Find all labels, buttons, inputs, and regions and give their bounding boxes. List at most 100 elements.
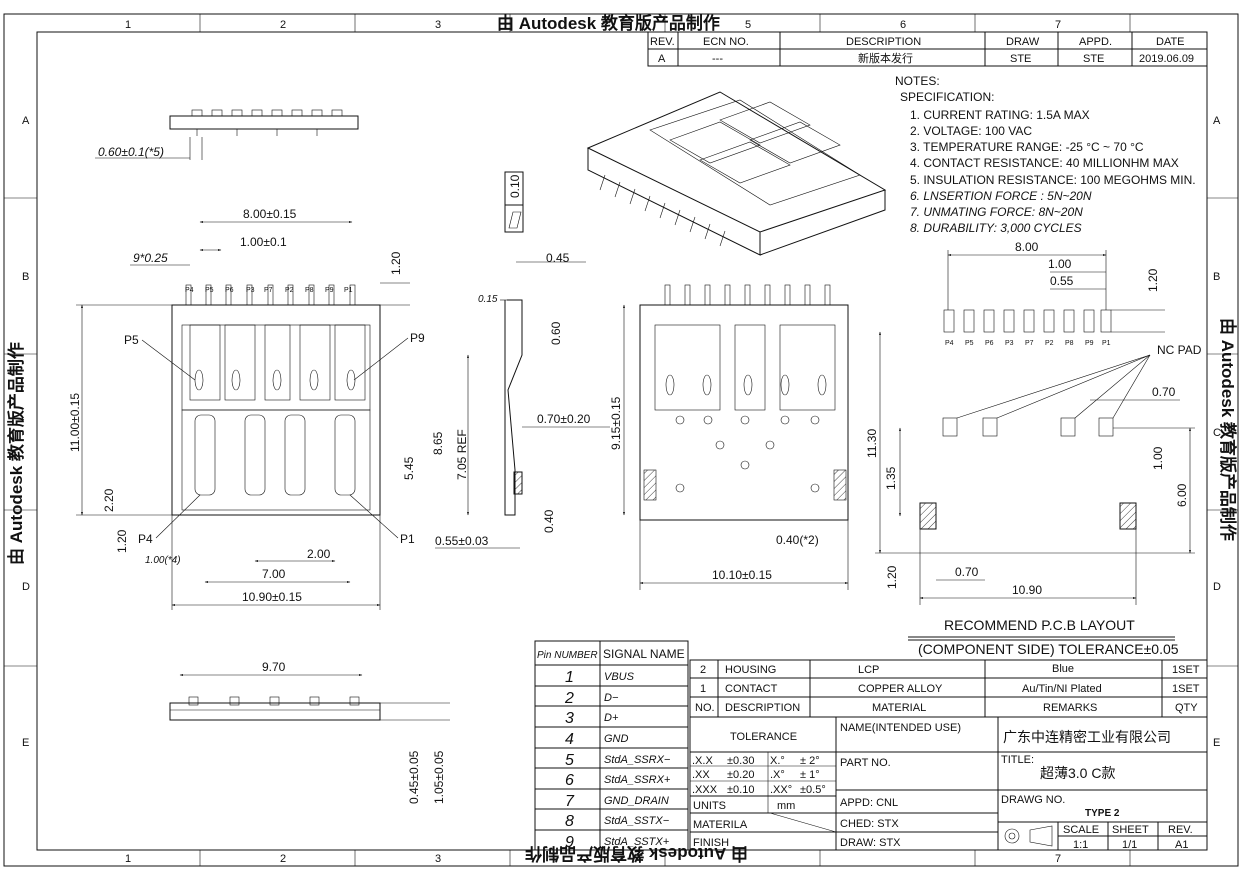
svg-text:StdA_SSRX−: StdA_SSRX− (604, 754, 671, 766)
svg-text:7: 7 (1055, 853, 1061, 865)
svg-text:6: 6 (565, 772, 574, 789)
svg-text:1.20: 1.20 (115, 529, 129, 553)
svg-text:REV.: REV. (1168, 824, 1193, 836)
svg-text:UNITS: UNITS (693, 800, 726, 812)
svg-text:8: 8 (565, 813, 574, 830)
svg-text:NC PAD: NC PAD (1157, 343, 1202, 357)
svg-text:StdA_SSTX+: StdA_SSTX+ (604, 836, 670, 848)
svg-text:1.20: 1.20 (885, 565, 899, 589)
svg-text:8. DURABILITY: 3,000 CYCLES: 8. DURABILITY: 3,000 CYCLES (910, 221, 1082, 235)
svg-text:---: --- (712, 53, 723, 65)
svg-text:6. LNSERTION FORCE : 5N~20N: 6. LNSERTION FORCE : 5N~20N (910, 189, 1092, 203)
svg-text:1: 1 (125, 19, 131, 31)
flatness-callout: 0.10 (504, 171, 524, 233)
svg-text:±0.20: ±0.20 (727, 769, 754, 781)
svg-text:P1: P1 (1102, 340, 1111, 347)
svg-text:A: A (22, 115, 30, 127)
svg-text:.X°: .X° (770, 769, 785, 781)
svg-text:0.10: 0.10 (508, 174, 522, 198)
top-pin-strip-view: 0.60±0.1(*5) (95, 109, 359, 160)
svg-text:9.15±0.15: 9.15±0.15 (609, 396, 623, 450)
svg-text:2: 2 (564, 690, 574, 707)
svg-text:0.60±0.1(*5): 0.60±0.1(*5) (98, 145, 164, 159)
svg-text:1.00: 1.00 (1151, 446, 1165, 470)
svg-text:StdA_SSRX+: StdA_SSRX+ (604, 774, 671, 786)
watermark-top: 由 Autodesk 教育版产品制作 (497, 13, 720, 33)
svg-text:3: 3 (435, 19, 441, 31)
svg-text:X.°: X.° (770, 755, 785, 767)
svg-text:REMARKS: REMARKS (1043, 702, 1097, 714)
svg-text:1.00±0.1: 1.00±0.1 (240, 235, 287, 249)
svg-text:P7: P7 (264, 287, 273, 294)
svg-text:P6: P6 (985, 340, 994, 347)
svg-text:P3: P3 (1005, 340, 1014, 347)
side-view: 0.45 0.15 0.60 8.65 7.05 REF 0.70±0.20 0… (431, 251, 610, 549)
bottom-view: 9.15±0.15 0.40(*2) 10.10±0.15 (609, 284, 849, 590)
bom-table: 2 HOUSING LCP Blue 1SET 1 CONTACT COPPER… (689, 659, 1208, 718)
svg-text:C: C (1213, 427, 1221, 439)
svg-text:11.00±0.15: 11.00±0.15 (68, 393, 82, 452)
svg-text:P1: P1 (344, 287, 353, 294)
svg-text:P5: P5 (205, 287, 214, 294)
svg-text:新版本发行: 新版本发行 (858, 51, 913, 65)
svg-text:SIGNAL NAME: SIGNAL NAME (603, 647, 685, 661)
svg-text:D: D (22, 581, 30, 593)
svg-text:0.40(*2): 0.40(*2) (776, 533, 819, 547)
svg-text:D: D (1213, 581, 1221, 593)
svg-text:2019.06.09: 2019.06.09 (1139, 53, 1194, 65)
svg-text:NOTES:: NOTES: (895, 74, 940, 88)
pin-table: Pin NUMBER SIGNAL NAME 1 2 3 4 5 6 7 8 9… (534, 640, 689, 851)
svg-text:1.20: 1.20 (389, 251, 403, 275)
svg-text:1:1: 1:1 (1073, 839, 1088, 851)
svg-text:Au/Tin/NI Plated: Au/Tin/NI Plated (1022, 683, 1102, 695)
svg-text:DRAW: DRAW (1006, 36, 1040, 48)
svg-text:E: E (1213, 737, 1220, 749)
svg-text:8.00: 8.00 (1015, 240, 1039, 254)
svg-text:5: 5 (745, 19, 751, 31)
svg-text:2: 2 (700, 664, 706, 676)
svg-text:P9: P9 (325, 287, 334, 294)
svg-text:A1: A1 (1175, 839, 1188, 851)
front-view: 9.70 0.45±0.05 1.05±0.05 (169, 660, 450, 804)
revision-table: REV. ECN NO. DESCRIPTION DRAW APPD. DATE… (647, 31, 1208, 67)
svg-text:D+: D+ (604, 712, 619, 724)
svg-text:P5: P5 (124, 333, 139, 347)
svg-text:A: A (1213, 115, 1221, 127)
svg-text:mm: mm (777, 800, 795, 812)
svg-text:2: 2 (280, 853, 286, 865)
svg-text:0.70±0.20: 0.70±0.20 (537, 412, 591, 426)
svg-text:8.00±0.15: 8.00±0.15 (243, 207, 297, 221)
svg-text:TITLE:: TITLE: (1001, 754, 1034, 766)
svg-text:2.20: 2.20 (102, 488, 116, 512)
svg-text:MATERILA: MATERILA (693, 819, 748, 831)
svg-text:5.45: 5.45 (402, 456, 416, 480)
title-block: TOLERANCE .X.X ±0.30 X.° ± 2° .XX ±0.20 … (689, 716, 1208, 851)
svg-text:4. CONTACT RESISTANCE: 40 MILL: 4. CONTACT RESISTANCE: 40 MILLIONHM MAX (910, 156, 1179, 170)
svg-text:1/1: 1/1 (1122, 839, 1137, 851)
svg-text:11.30: 11.30 (865, 429, 879, 458)
svg-text:.XX: .XX (692, 769, 710, 781)
pcb-layout-view: P4 P5 P6 P3 P7 P2 P8 P9 P1 8.00 1.00 0.5… (865, 240, 1202, 657)
svg-text:P5: P5 (965, 340, 974, 347)
svg-text:1SET: 1SET (1172, 664, 1200, 676)
svg-text:APPD: CNL: APPD: CNL (840, 797, 898, 809)
svg-text:STE: STE (1083, 53, 1104, 65)
watermark-left: 由 Autodesk 教育版产品制作 (6, 342, 26, 565)
svg-text:FINISH: FINISH (693, 837, 729, 849)
svg-text:1SET: 1SET (1172, 683, 1200, 695)
svg-text:E: E (22, 737, 29, 749)
svg-text:Pin NUMBER: Pin NUMBER (537, 650, 598, 661)
svg-text:DESCRIPTION: DESCRIPTION (725, 702, 800, 714)
svg-text:TOLERANCE: TOLERANCE (730, 731, 797, 743)
svg-text:10.90: 10.90 (1012, 583, 1042, 597)
svg-text:NO.: NO. (695, 702, 715, 714)
svg-text:± 1°: ± 1° (800, 769, 820, 781)
top-view: P4 P5 P6 P3 P7 P2 P8 P9 P1 8.00±0.15 1.0… (68, 207, 425, 610)
svg-text:REV.: REV. (650, 36, 675, 48)
svg-text:P4: P4 (138, 532, 153, 546)
svg-text:DESCRIPTION: DESCRIPTION (846, 36, 921, 48)
company-name: 广东中连精密工业有限公司 (1003, 729, 1171, 745)
svg-text:0.70: 0.70 (1152, 385, 1176, 399)
svg-text:1.20: 1.20 (1146, 268, 1160, 292)
